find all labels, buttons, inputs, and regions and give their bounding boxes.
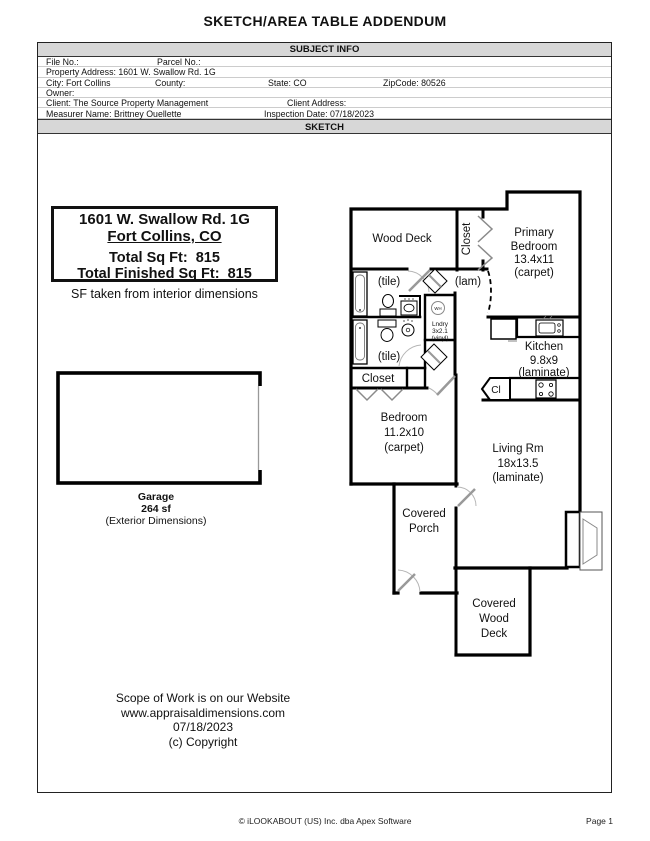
kitchen-label-3: (laminate) bbox=[518, 367, 569, 379]
footer-page-number: Page 1 bbox=[586, 816, 613, 826]
dashed-flooring-boundary bbox=[487, 270, 492, 314]
table-row-client: Client: The Source Property Management C… bbox=[38, 98, 611, 109]
zipcode-value: ZipCode: 80526 bbox=[383, 77, 446, 88]
porch-door-swing bbox=[397, 569, 421, 593]
scope-line-4: (c) Copyright bbox=[168, 734, 238, 749]
bedroom-label-1: Bedroom bbox=[381, 412, 428, 424]
sf-note: SF taken from interior dimensions bbox=[71, 287, 258, 301]
owner-label: Owner: bbox=[46, 87, 75, 98]
bathtub-icon bbox=[352, 319, 368, 365]
toilet-icon bbox=[379, 294, 397, 317]
bath1-floor-label: (tile) bbox=[378, 276, 401, 288]
living-room-door-swing bbox=[456, 486, 477, 507]
primary-bedroom-label-1: Primary bbox=[514, 227, 554, 239]
living-room-label-2: 18x13.5 bbox=[498, 458, 539, 470]
summary-address: 1601 W. Swallow Rd. 1G bbox=[79, 211, 250, 228]
angled-door-icon bbox=[398, 343, 448, 371]
bedroom-label-2: 11.2x10 bbox=[384, 427, 424, 439]
city-value: City: Fort Collins bbox=[46, 77, 111, 88]
toilet-icon bbox=[377, 319, 397, 342]
kitchen-closet-label: Cl bbox=[491, 385, 500, 396]
water-heater-label: WH bbox=[434, 306, 441, 311]
room-labels: Wood Deck Closet Primary Bedroom 13.4x11… bbox=[362, 222, 570, 640]
measurer-value: Measurer Name: Brittney Ouellette bbox=[46, 108, 182, 119]
county-label: County: bbox=[155, 77, 186, 88]
parcel-no-label: Parcel No.: bbox=[157, 57, 201, 67]
hall-closet-label: Closet bbox=[461, 222, 473, 255]
garage-dims-note: (Exterior Dimensions) bbox=[106, 515, 207, 527]
table-row-property-address: Property Address: 1601 W. Swallow Rd. 1G bbox=[38, 67, 611, 78]
pedestal-sink-icon bbox=[401, 319, 415, 337]
client-value: Client: The Source Property Management bbox=[46, 98, 209, 109]
client-address-label: Client Address: bbox=[287, 98, 347, 109]
laundry-label-2: 3x2.1 bbox=[432, 328, 448, 335]
inspection-date-value: Inspection Date: 07/18/2023 bbox=[264, 108, 375, 119]
table-row-file: File No.: Parcel No.: bbox=[38, 57, 611, 68]
sink-icon bbox=[400, 298, 418, 316]
scope-of-work-text: Scope of Work is on our Website www.appr… bbox=[63, 691, 343, 749]
living-room-label-1: Living Rm bbox=[492, 443, 543, 455]
covered-porch-label-1: Covered bbox=[402, 508, 445, 520]
bedroom-label-3: (carpet) bbox=[384, 442, 424, 454]
entry-door-swing bbox=[407, 269, 431, 293]
garage-door-opening bbox=[255, 386, 265, 470]
primary-bedroom-label-2: Bedroom bbox=[511, 241, 558, 253]
scope-line-1: Scope of Work is on our Website bbox=[115, 691, 291, 705]
water-heater-icon: WH bbox=[431, 301, 445, 315]
primary-bedroom-label-3: 13.4x11 bbox=[514, 254, 554, 266]
bath2-floor-label: (tile) bbox=[378, 351, 401, 363]
covered-wood-deck-label-1: Covered bbox=[472, 598, 515, 610]
scope-line-3: 07/18/2023 bbox=[172, 720, 234, 734]
covered-wood-deck-label-2: Wood bbox=[479, 613, 509, 625]
table-row-city: City: Fort Collins County: State: CO Zip… bbox=[38, 78, 611, 88]
scope-line-2: www.appraisaldimensions.com bbox=[120, 705, 286, 720]
sketch-section-header: SKETCH bbox=[38, 119, 611, 134]
floor-plan-walls bbox=[349, 190, 582, 657]
garage-label: Garage bbox=[138, 491, 174, 503]
footer-copyright: © iLOOKABOUT (US) Inc. dba Apex Software bbox=[238, 816, 412, 826]
fireplace-icon bbox=[564, 510, 603, 571]
summary-finished: Total Finished Sq Ft: 815 bbox=[77, 266, 252, 282]
table-row-measurer: Measurer Name: Brittney Ouellette Inspec… bbox=[38, 109, 611, 119]
garage-area-label: 264 sf bbox=[141, 503, 171, 515]
subject-info-header: SUBJECT INFO bbox=[38, 43, 611, 57]
primary-bedroom-label-4: (carpet) bbox=[514, 267, 554, 279]
wood-deck-label: Wood Deck bbox=[372, 233, 431, 245]
covered-wood-deck-label-3: Deck bbox=[481, 628, 507, 640]
bedroom-door-swing bbox=[428, 375, 456, 396]
kitchen-label-1: Kitchen bbox=[525, 341, 563, 353]
stove-icon bbox=[535, 379, 557, 399]
page-title: SKETCH/AREA TABLE ADDENDUM bbox=[203, 13, 447, 29]
kitchen-sink-icon bbox=[535, 315, 564, 337]
summary-city: Fort Collins, CO bbox=[107, 228, 222, 245]
refrigerator-icon bbox=[490, 318, 517, 342]
bifold-closet-door-icon bbox=[477, 215, 494, 271]
bedroom-closet-label: Closet bbox=[362, 373, 395, 385]
table-row-owner: Owner: bbox=[38, 87, 611, 99]
laundry-label-1: Lndry bbox=[432, 321, 449, 328]
bifold-closet-door-icon bbox=[355, 388, 404, 402]
summary-total: Total Sq Ft: 815 bbox=[109, 250, 220, 266]
bathtub-icon bbox=[352, 271, 368, 317]
kitchen-closet-shape bbox=[480, 377, 511, 401]
sketch-summary-box: 1601 W. Swallow Rd. 1G Fort Collins, CO … bbox=[51, 206, 278, 282]
state-value: State: CO bbox=[268, 77, 307, 88]
living-room-label-3: (laminate) bbox=[492, 472, 543, 484]
covered-porch-label-2: Porch bbox=[409, 523, 439, 535]
file-no-label: File No.: bbox=[46, 57, 79, 67]
angled-door-icon bbox=[422, 268, 448, 294]
document-frame: SUBJECT INFO File No.: Parcel No.: Prope… bbox=[37, 42, 612, 793]
kitchen-label-2: 9.8x9 bbox=[530, 355, 558, 367]
property-address-value: Property Address: 1601 W. Swallow Rd. 1G bbox=[46, 67, 216, 78]
laundry-label-3: (vinyl) bbox=[431, 335, 448, 342]
hall-floor-label: (lam) bbox=[455, 276, 481, 288]
door-swings bbox=[355, 215, 494, 593]
garage-drawing: Garage 264 sf (Exterior Dimensions) bbox=[56, 371, 265, 527]
